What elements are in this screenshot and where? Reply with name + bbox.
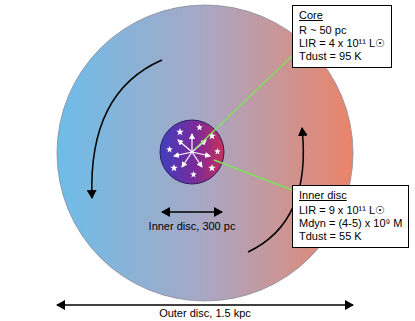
dimension-arrow <box>57 304 353 306</box>
box-line: LIR = 9 x 10¹¹ L☉ <box>299 204 402 217</box>
leader-line <box>195 56 292 149</box>
info-box: Inner discLIR = 9 x 10¹¹ L☉Mdyn = (4-5) … <box>292 185 409 248</box>
info-box: Core R ~ 50 pcLIR = 4 x 10¹¹ L☉Tdust = 95… <box>292 5 392 68</box>
dimension-arrow <box>162 211 222 213</box>
box-line: LIR = 4 x 10¹¹ L☉ <box>299 37 385 50</box>
box-line: Mdyn = (4-5) x 10⁹ M <box>299 217 402 230</box>
rotation-arrow <box>92 60 162 198</box>
box-line: R ~ 50 pc <box>299 24 385 37</box>
box-line: Tdust = 55 K <box>299 230 402 243</box>
leader-line <box>214 160 292 190</box>
dimension-label: Inner disc, 300 pc <box>149 220 236 233</box>
box-heading: Core <box>299 9 385 22</box>
box-heading: Inner disc <box>299 189 402 202</box>
box-line: Tdust = 95 K <box>299 50 385 63</box>
dimension-label: Outer disc, 1.5 kpc <box>159 307 251 320</box>
